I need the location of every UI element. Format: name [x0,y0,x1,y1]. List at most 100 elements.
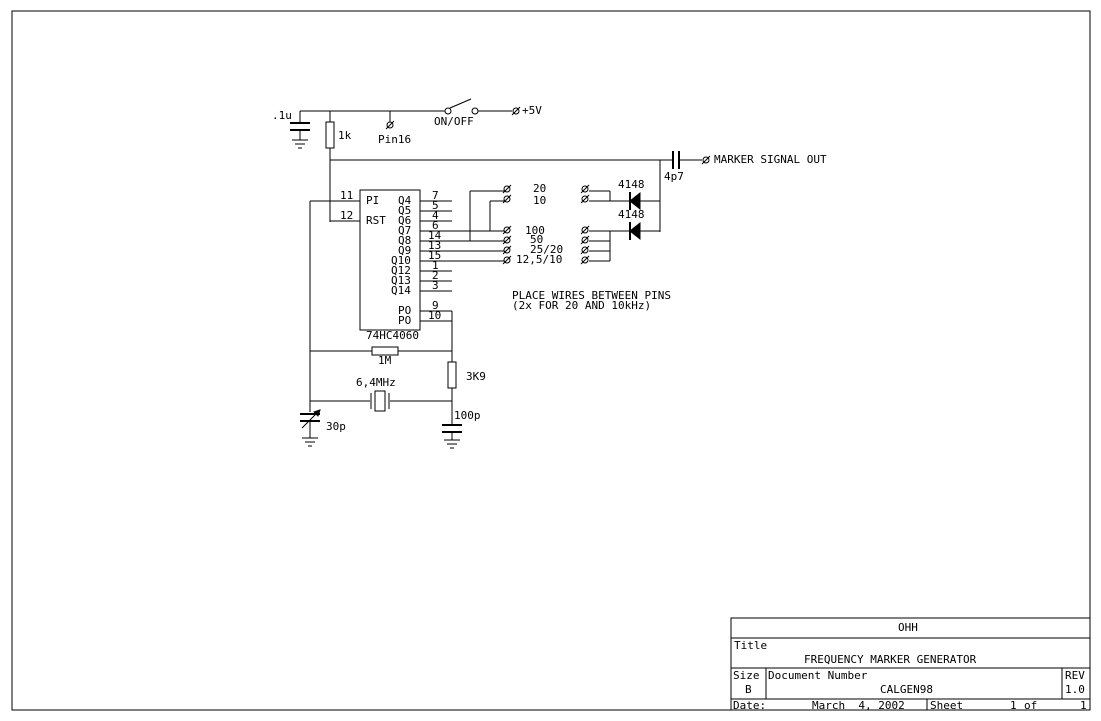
jumper-pin [503,185,511,193]
rev-value: 1.0 [1065,683,1085,696]
diode-icon [629,221,641,241]
ic-pin-name: RST [366,214,386,227]
vcc-terminal [512,107,520,115]
rev-label: REV [1065,669,1085,682]
date-value: March 4, 2002 [812,699,905,712]
ic-pin-name: PO [398,304,411,317]
ic-pin-num: 4 [432,209,439,222]
jumper-pin [581,236,589,244]
jumper-pin [503,236,511,244]
ic-body [359,189,421,331]
drawing-title: FREQUENCY MARKER GENERATOR [804,653,977,666]
diodes: 4148 4148 [610,178,660,241]
cap-label-100p: 100p [454,409,481,422]
diode-label: 4148 [618,208,645,221]
selector-label: 12,5/10 [516,253,562,266]
ic-pin-name: Q12 [391,264,411,277]
ic-pin-num: 5 [432,199,439,212]
ic-pin-name: Q5 [398,204,411,217]
oscillator-section: 1M 3K9 6,4MHz 30p 100p [300,201,486,449]
trimmer-arrow-icon [313,409,321,417]
jumper-pin [503,256,511,264]
ic-pin-name: PO [398,314,411,327]
selector-jumpers: 20 10 100 50 25/20 12,5/10 [469,182,611,266]
ic-pin-num: 7 [432,189,439,202]
diode-icon [629,191,641,211]
sheet-label: Sheet [930,699,963,712]
date-label: Date: [733,699,766,712]
ic-pin-num: 10 [428,309,441,322]
crystal-icon [374,390,386,412]
ic-pin-name: Q7 [398,224,411,237]
jumper-pin [581,256,589,264]
company-name: OHH [898,621,918,634]
cap-label-supply: .1u [272,109,292,122]
pin16-terminal [386,121,394,129]
jumper-pin [503,195,511,203]
switch-label: ON/OFF [434,115,474,128]
pin16-label: Pin16 [378,133,411,146]
docnum-label: Document Number [768,669,868,682]
sheet-total: 1 [1080,699,1087,712]
selector-label: 10 [533,194,546,207]
ic-pin-num: 14 [428,229,442,242]
switch-contact-a [444,107,452,115]
ic-pin-name: Q4 [398,194,412,207]
ic-pin-num: 3 [432,279,439,292]
res-label-3k9: 3K9 [466,370,486,383]
ic-pin-name: Q10 [391,254,411,267]
wiring-note: PLACE WIRES BETWEEN PINS [512,289,671,302]
output-label: MARKER SIGNAL OUT [714,153,827,166]
ic-pin-num: 1 [432,259,439,272]
selector-label: 25/20 [530,243,563,256]
output-terminal [702,156,710,164]
ground-icon [292,139,308,149]
resistor-3k9 [447,361,457,389]
crystal-label: 6,4MHz [356,376,396,389]
ic-pin-num: 15 [428,249,441,262]
jumper-pin [581,185,589,193]
ground-icon [302,437,318,447]
jumper-pin [503,246,511,254]
switch-lever [449,98,472,109]
docnum-value: CALGEN98 [880,683,933,696]
vcc-label: +5V [522,104,542,117]
res-label-1k: 1k [338,129,352,142]
jumper-pin [581,246,589,254]
ic-pin-name: Q13 [391,274,411,287]
selector-label: 20 [533,182,546,195]
res-label-1m: 1M [378,354,392,367]
ic-part-label: 74HC4060 [366,329,419,342]
diode-label: 4148 [618,178,645,191]
resistor-1k [325,121,335,149]
ic-pin-name: Q8 [398,234,411,247]
jumper-pin [581,226,589,234]
jumper-pin [581,195,589,203]
sheet-border [11,10,1091,711]
ic-pin-name: PI [366,194,379,207]
wiring-note: (2x FOR 20 AND 10kHz) [512,299,651,312]
jumper-pin [503,226,511,234]
supply-section: .1u 1k Pin16 ON/OFF +5V MARKER SIGNAL OU… [272,98,827,232]
output-cap-label: 4p7 [664,170,684,183]
size-value: B [745,683,752,696]
ic-pin-num: 2 [432,269,439,282]
ic-pin-name: Q9 [398,244,411,257]
ic-pin-num: 12 [340,209,353,222]
ic-74hc4060: 74HC4060 11 PI 12 RST Q4 7 Q5 5 Q6 4 Q7 … [310,189,504,342]
switch-contact-b [471,107,479,115]
ic-pin-name: Q6 [398,214,411,227]
size-label: Size [733,669,760,682]
title-block: OHH Title FREQUENCY MARKER GENERATOR Siz… [730,617,1091,712]
ic-pin-num: 11 [340,189,353,202]
sheet-number: 1 [1010,699,1017,712]
ground-icon [444,439,460,449]
ic-pin-name: Q14 [391,284,411,297]
trimmer-label: 30p [326,420,346,433]
ic-pin-num: 9 [432,299,439,312]
ic-pin-num: 6 [432,219,439,232]
ic-pin-num: 13 [428,239,441,252]
selector-label: 100 [525,224,545,237]
title-label: Title [734,639,767,652]
